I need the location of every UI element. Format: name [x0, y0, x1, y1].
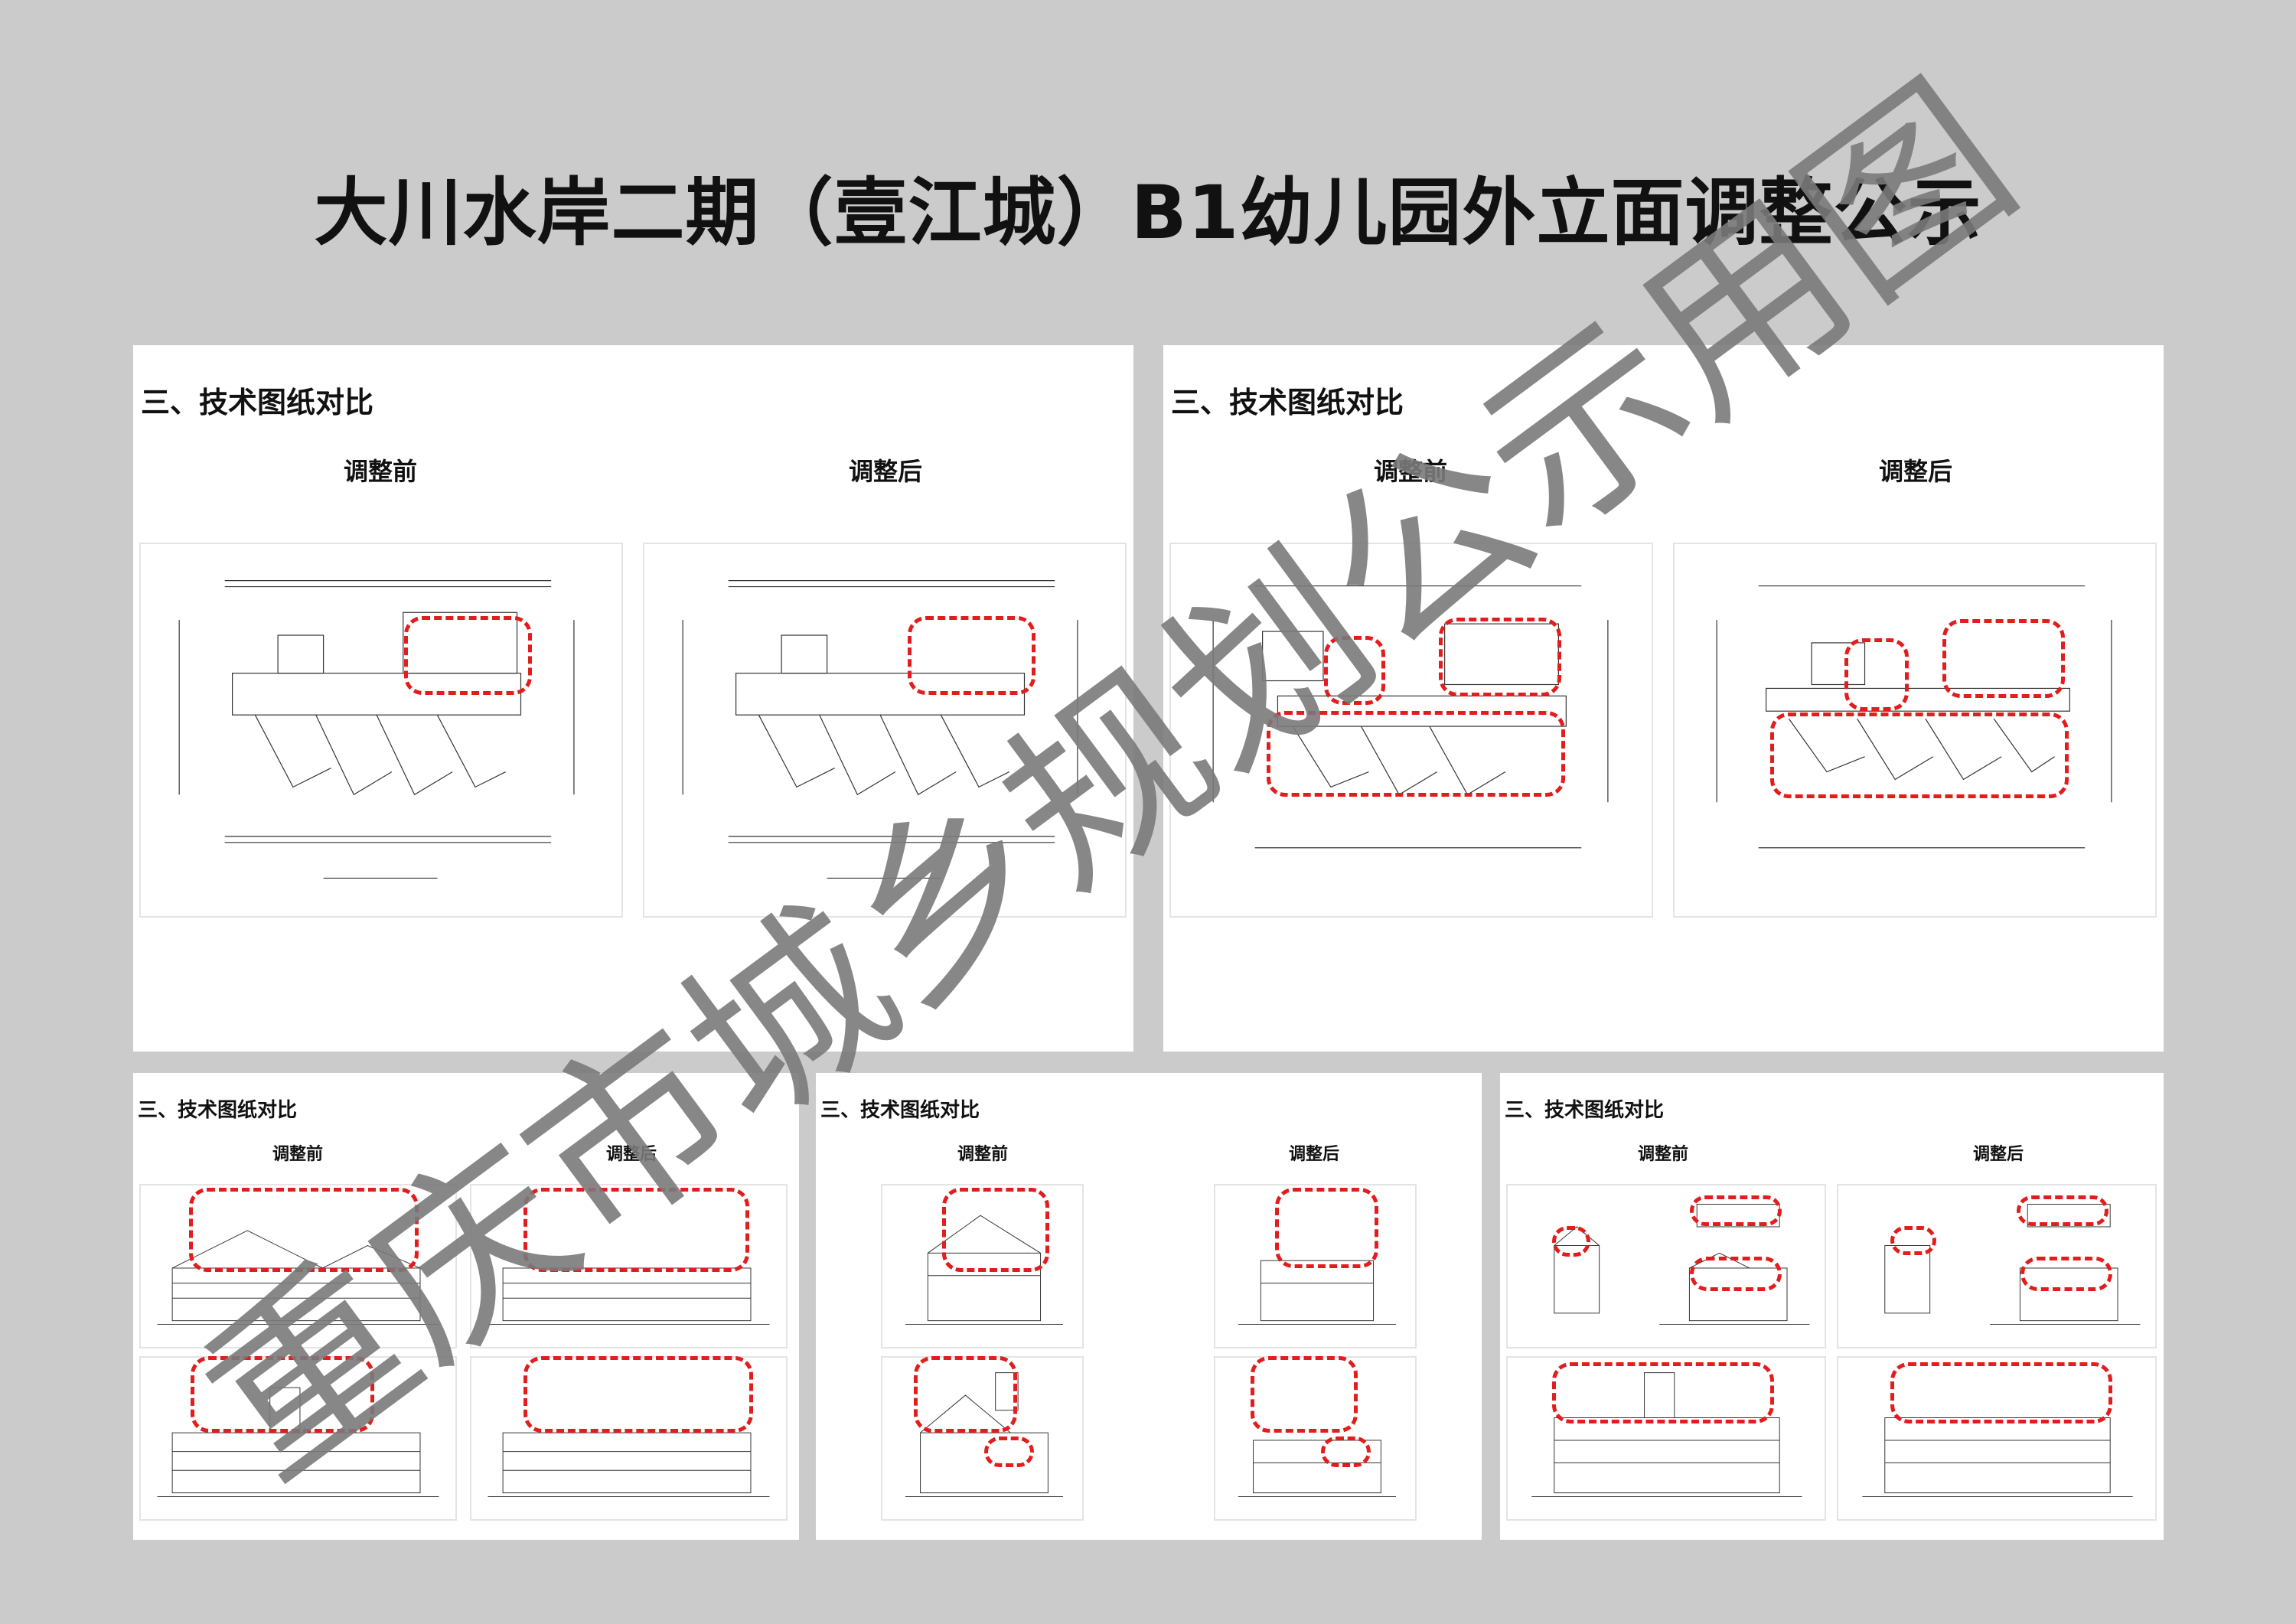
highlight-box: [1552, 1226, 1590, 1257]
comparison-panel-elevation-1: 三、技术图纸对比 调整前 调整后: [133, 1073, 799, 1540]
before-label: 调整前: [272, 1145, 324, 1164]
before-label: 调整前: [957, 1145, 1009, 1164]
highlight-box: [1321, 1436, 1371, 1467]
highlight-box: [1275, 1188, 1378, 1268]
highlight-box: [1690, 1257, 1782, 1291]
before-label: 调整前: [1374, 457, 1448, 486]
section-heading: 三、技术图纸对比: [1171, 386, 1404, 419]
highlight-box: [1890, 1362, 2112, 1423]
page-title: 大川水岸二期（壹江城）B1幼儿园外立面调整公示: [314, 170, 1982, 256]
after-label: 调整后: [1973, 1145, 2024, 1164]
elevation-drawing: [157, 1230, 439, 1326]
highlight-box: [942, 1188, 1049, 1272]
drawing-before: [139, 543, 623, 918]
highlight-box: [1844, 638, 1909, 711]
drawing-after-bottom: [470, 1356, 788, 1521]
section-heading: 三、技术图纸对比: [1505, 1099, 1665, 1122]
highlight-box: [1267, 711, 1565, 797]
section-heading: 三、技术图纸对比: [138, 1099, 298, 1122]
after-label: 调整后: [606, 1145, 657, 1164]
roof-plan-drawing: [1212, 585, 1609, 849]
drawing-after: [1673, 543, 2157, 918]
highlight-box: [1942, 619, 2065, 698]
drawing-before-top: [881, 1184, 1084, 1348]
highlight-box: [523, 1356, 753, 1433]
before-label: 调整前: [344, 457, 418, 486]
highlight-box: [1552, 1362, 1774, 1423]
highlight-box: [914, 1356, 1017, 1433]
floor-plan-drawing: [682, 580, 1078, 879]
elevation-drawing: [488, 1432, 770, 1498]
highlight-box: [1251, 1356, 1358, 1433]
drawing-after-bottom: [1837, 1356, 2157, 1521]
drawing-after-bottom: [1214, 1356, 1417, 1521]
highlight-box: [984, 1436, 1034, 1467]
after-label: 调整后: [1879, 457, 1953, 486]
elevation-drawing: [1531, 1372, 1802, 1498]
highlight-box: [189, 1188, 419, 1272]
section-heading: 三、技术图纸对比: [820, 1099, 980, 1122]
highlight-box: [1324, 636, 1385, 705]
highlight-box: [191, 1356, 374, 1433]
after-label: 调整后: [849, 457, 923, 486]
comparison-panel-elevation-2: 三、技术图纸对比 调整前 调整后: [816, 1073, 1482, 1540]
highlight-box: [1890, 1226, 1936, 1255]
after-label: 调整后: [1289, 1145, 1340, 1164]
highlight-box: [1439, 618, 1561, 696]
highlight-box: [2020, 1257, 2112, 1291]
highlight-box: [908, 616, 1035, 695]
elevation-drawing: [157, 1387, 439, 1498]
elevation-drawing: [1862, 1417, 2133, 1498]
comparison-panel-elevation-3: 三、技术图纸对比 调整前 调整后: [1500, 1073, 2164, 1540]
highlight-box: [1770, 713, 2069, 798]
drawing-before: [1169, 543, 1653, 918]
before-label: 调整前: [1638, 1145, 1689, 1164]
floor-plan-drawing: [178, 580, 575, 879]
comparison-panel-floor-plan: 三、技术图纸对比 调整前 调整后: [133, 345, 1133, 1052]
highlight-box: [523, 1188, 749, 1272]
elevation-drawing: [488, 1267, 770, 1326]
elevation-drawing: [1238, 1260, 1396, 1326]
highlight-box: [404, 616, 532, 695]
drawing-after: [643, 543, 1127, 918]
comparison-panel-roof-plan: 三、技术图纸对比 调整前 调整后: [1163, 345, 2164, 1052]
roof-plan-drawing: [1716, 585, 2112, 849]
section-heading: 三、技术图纸对比: [141, 386, 374, 419]
elevation-drawing: [905, 1372, 1063, 1498]
highlight-box: [2017, 1195, 2108, 1226]
highlight-box: [1690, 1195, 1782, 1226]
